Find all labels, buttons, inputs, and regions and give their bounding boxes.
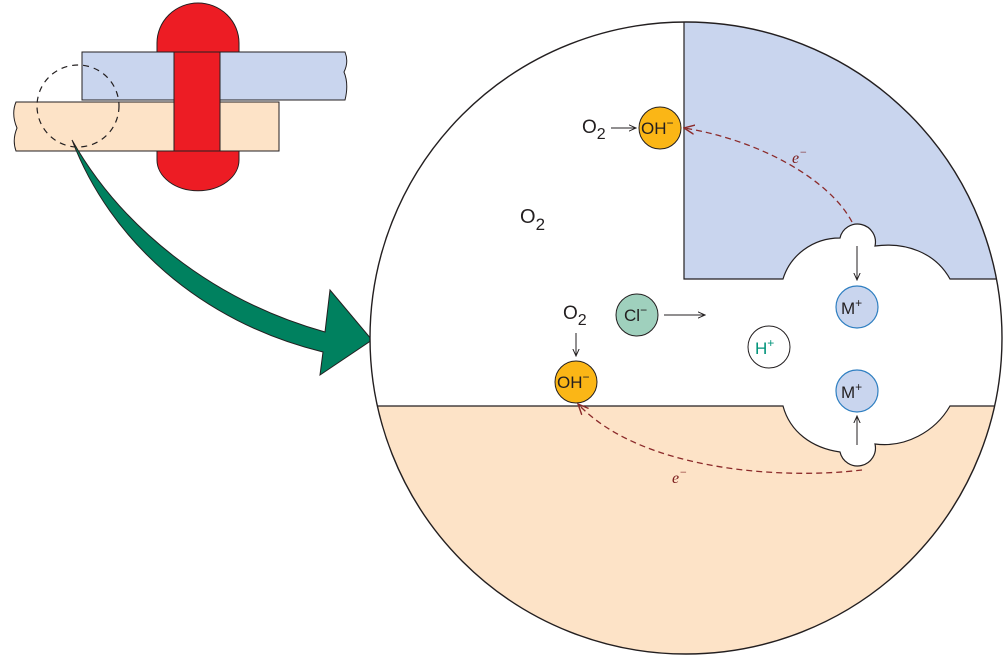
metal-ion-bottom: M+ xyxy=(835,369,879,413)
svg-text:H+: H+ xyxy=(755,336,774,358)
electron-path-top xyxy=(684,128,853,223)
rivet-shank xyxy=(173,51,221,152)
rivet-top-head xyxy=(156,2,240,54)
bottom-plate xyxy=(13,101,280,152)
svg-text:OH−: OH− xyxy=(641,116,674,138)
hydroxide-ion-bottom: OH− xyxy=(554,360,598,404)
oxygen-label-lower: O2 xyxy=(563,303,587,329)
svg-text:Cl−: Cl− xyxy=(624,303,647,325)
svg-text:M+: M+ xyxy=(841,380,862,402)
metal-ion-top: M+ xyxy=(835,285,879,329)
hydroxide-ion-top: OH− xyxy=(638,106,682,150)
magnify-circle-outline xyxy=(369,21,1003,655)
rivet-bottom-head xyxy=(156,149,240,192)
riveted-joint xyxy=(13,2,348,192)
bottom-plate-region xyxy=(370,405,1002,654)
svg-text:OH−: OH− xyxy=(557,370,590,392)
chloride-ion: Cl− xyxy=(615,293,659,337)
oxygen-label-top: O2 xyxy=(582,117,606,143)
oxygen-label-middle: O2 xyxy=(520,206,545,234)
electron-path-bottom xyxy=(578,404,863,474)
magnify-circle-icon xyxy=(36,64,120,148)
electron-label-bottom: e− xyxy=(672,465,687,487)
svg-text:M+: M+ xyxy=(841,296,862,318)
hydrogen-ion: H+ xyxy=(747,325,791,369)
electron-label-top: e− xyxy=(792,145,807,167)
magnified-view xyxy=(370,22,1002,654)
